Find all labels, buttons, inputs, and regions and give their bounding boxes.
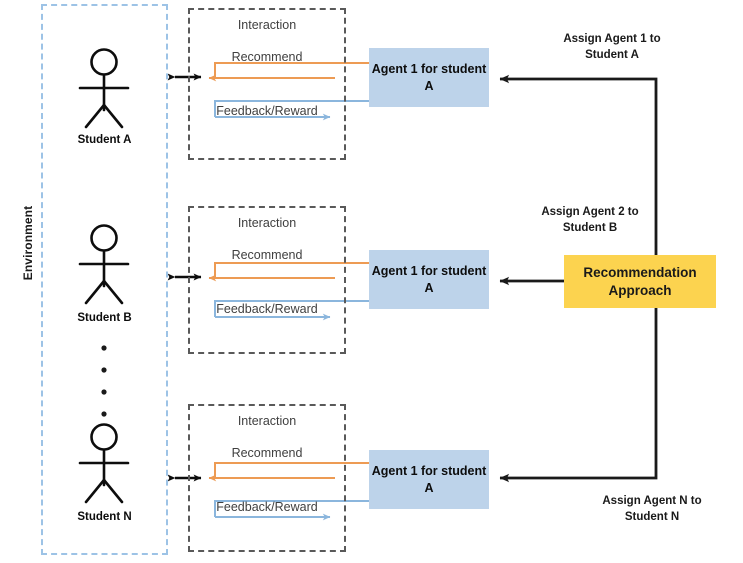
interaction-box-a: Interaction Recommend Feedback/Reward xyxy=(188,8,346,160)
assign-connector-3 xyxy=(499,308,658,483)
recommendation-approach-label: Recommendation Approach xyxy=(583,264,697,298)
student-figure-b xyxy=(78,224,130,305)
student-caption-b: Student B xyxy=(77,312,132,324)
agent-box-n[interactable]: Agent 1 for student A xyxy=(369,450,489,509)
student-figure-a xyxy=(78,48,130,129)
recommend-arrow-3 xyxy=(208,462,369,482)
interaction-title-b: Interaction xyxy=(237,216,297,230)
feedback-label-n: Feedback/Reward xyxy=(216,500,318,514)
feedback-arrow-1 xyxy=(214,100,369,121)
agent-box-a[interactable]: Agent 1 for student A xyxy=(369,48,489,107)
interaction-box-b: Interaction Recommend Feedback/Reward xyxy=(188,206,346,354)
agent-box-a-label: Agent 1 for student A xyxy=(371,61,487,93)
feedback-label-b: Feedback/Reward xyxy=(216,302,318,316)
feedback-arrow-2 xyxy=(214,300,369,321)
environment-boundary xyxy=(41,4,168,555)
agent-box-b-label: Agent 1 for student A xyxy=(371,263,487,295)
assign-label-agent-n: Assign Agent N to Student N xyxy=(602,495,702,523)
interaction-title-a: Interaction xyxy=(237,18,297,32)
recommendation-approach-box[interactable]: Recommendation Approach xyxy=(564,255,716,308)
agent-box-n-label: Agent 1 for student A xyxy=(371,463,487,495)
student-figure-n xyxy=(78,423,130,504)
agent-box-b[interactable]: Agent 1 for student A xyxy=(369,250,489,309)
recommend-arrow-2 xyxy=(208,262,369,282)
recommend-label-b: Recommend xyxy=(231,248,303,262)
environment-label: Environment xyxy=(21,205,35,281)
feedback-arrow-3 xyxy=(214,500,369,521)
student-caption-a: Student A xyxy=(77,134,132,146)
student-caption-n: Student N xyxy=(77,511,132,523)
feedback-label-a: Feedback/Reward xyxy=(216,104,318,118)
assign-label-agent-2: Assign Agent 2 to Student B xyxy=(541,206,639,234)
recommend-label-a: Recommend xyxy=(231,50,303,64)
interaction-box-n: Interaction Recommend Feedback/Reward xyxy=(188,404,346,552)
interaction-title-n: Interaction xyxy=(237,414,297,428)
recommend-arrow-1 xyxy=(208,62,369,82)
assign-label-agent-1: Assign Agent 1 to Student A xyxy=(563,33,661,61)
assign-connector-1 xyxy=(499,74,658,255)
recommend-label-n: Recommend xyxy=(231,446,303,460)
ellipsis-dots xyxy=(101,345,107,417)
